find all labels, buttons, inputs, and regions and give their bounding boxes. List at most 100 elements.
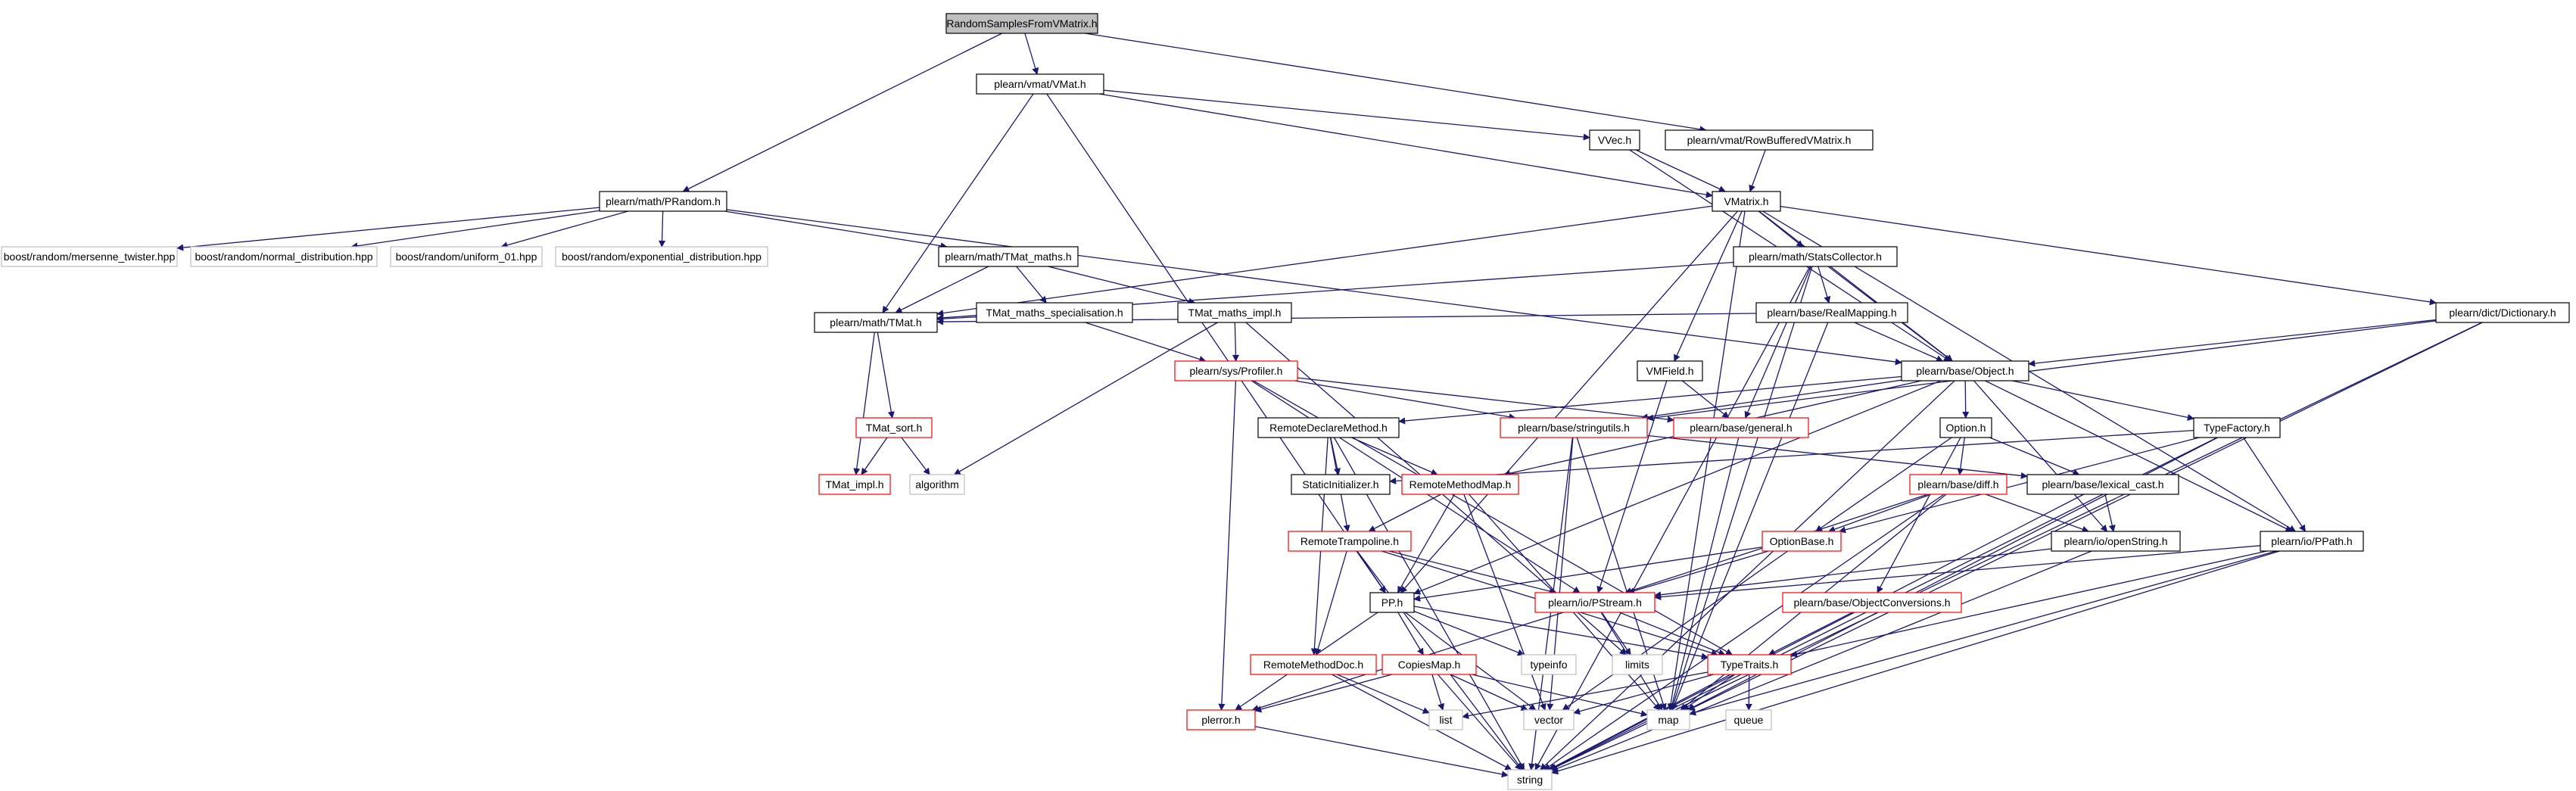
node-tmsort[interactable]: TMat_sort.h [855, 417, 933, 438]
node-label-remtramp: RemoteTrampoline.h [1300, 535, 1399, 547]
edge-tmat-to-tmimplh [853, 332, 875, 475]
edge-remmap-to-pp [1397, 494, 1456, 593]
edge-prandom-to-mersenne [176, 207, 600, 251]
node-label-root: RandomSamplesFromVMatrix.h [946, 17, 1097, 30]
node-box-vector [1523, 709, 1575, 730]
node-staticinit[interactable]: StaticInitializer.h [1291, 474, 1391, 495]
edge-optbase-to-pp [1413, 547, 1763, 602]
node-vvec[interactable]: VVec.h [1589, 129, 1640, 151]
node-diff[interactable]: plearn/base/diff.h [1909, 474, 2008, 495]
node-box-remdecl [1257, 417, 1400, 438]
edge-remdoc-to-list [1336, 674, 1430, 714]
edge-tmsort-to-algorithm [901, 437, 930, 475]
edge-object-to-opstring [1973, 380, 2108, 532]
node-box-rowbuf [1665, 129, 1874, 151]
node-tmimplh[interactable]: TMat_impl.h [818, 474, 891, 495]
node-optbase[interactable]: OptionBase.h [1761, 531, 1842, 552]
edge-root-to-vmat [1024, 33, 1039, 75]
node-box-tmimpl [1177, 302, 1292, 323]
node-pstream[interactable]: plearn/io/PStream.h [1534, 592, 1656, 613]
edge-realmap-to-map [1671, 322, 1829, 711]
node-label-copies: CopiesMap.h [1398, 659, 1461, 671]
edge-strutils-to-lexcast [1646, 434, 2028, 479]
node-tmatmaths[interactable]: plearn/math/TMat_maths.h [938, 246, 1079, 267]
edge-option-to-objconv [1877, 437, 1961, 593]
edges-layer [176, 33, 2483, 778]
node-tmspec[interactable]: TMat_maths_specialisation.h [976, 302, 1133, 323]
node-box-expo [555, 246, 768, 267]
edge-object-to-typefac [2012, 380, 2194, 421]
node-box-perror [1186, 709, 1256, 730]
edge-vmatrix-to-vmfield [1674, 210, 1743, 362]
edge-option-to-lexcast [1989, 437, 2080, 476]
node-remdecl[interactable]: RemoteDeclareMethod.h [1257, 417, 1400, 438]
edge-remtramp-to-pstream [1388, 550, 1556, 595]
node-box-tmimplh [818, 474, 891, 495]
edge-pp-to-typetraits [1413, 606, 1709, 660]
node-box-option [1939, 417, 1992, 438]
node-profiler[interactable]: plearn/sys/Profiler.h [1174, 360, 1298, 381]
node-box-queue [1725, 709, 1772, 730]
node-expo: boost/random/exponential_distribution.hp… [555, 246, 768, 267]
node-box-general [1673, 417, 1809, 438]
node-tmimpl[interactable]: TMat_maths_impl.h [1177, 302, 1292, 323]
node-opstring[interactable]: plearn/io/openString.h [2051, 531, 2181, 552]
edge-remtramp-to-remdoc [1314, 550, 1347, 656]
edge-vmatrix-to-pp [1400, 210, 1739, 593]
node-root[interactable]: RandomSamplesFromVMatrix.h [945, 13, 1098, 34]
node-rowbuf[interactable]: plearn/vmat/RowBufferedVMatrix.h [1665, 129, 1874, 151]
node-box-map [1646, 709, 1690, 730]
edge-pp-to-typeinfo [1413, 610, 1525, 656]
edge-tmat-to-tmsort [877, 332, 895, 419]
node-box-strutils [1500, 417, 1648, 438]
node-typefac[interactable]: TypeFactory.h [2193, 417, 2281, 438]
node-realmap[interactable]: plearn/base/RealMapping.h [1755, 302, 1908, 323]
edge-optbase-to-pstream [1627, 550, 1769, 595]
node-box-string [1507, 769, 1553, 790]
edge-prandom-to-tmatmaths [724, 210, 948, 250]
node-algorithm: algorithm [909, 474, 965, 495]
node-box-vmatrix [1712, 191, 1781, 212]
node-box-typetraits [1707, 654, 1792, 675]
edge-dict-to-strutils [1646, 320, 2437, 422]
node-dict[interactable]: plearn/dict/Dictionary.h [2435, 302, 2570, 323]
node-remdoc[interactable]: RemoteMethodDoc.h [1250, 654, 1377, 675]
node-vector: vector [1523, 709, 1575, 730]
node-lexcast[interactable]: plearn/base/lexical_cast.h [2026, 474, 2179, 495]
node-typetraits[interactable]: TypeTraits.h [1707, 654, 1792, 675]
node-box-ppath [2260, 531, 2364, 552]
node-label-vmatrix: VMatrix.h [1724, 195, 1768, 207]
node-vmat[interactable]: plearn/vmat/VMat.h [976, 73, 1104, 95]
node-perror[interactable]: plerror.h [1186, 709, 1256, 730]
node-objconv[interactable]: plearn/base/ObjectConversions.h [1782, 592, 1962, 613]
edge-copies-to-map [1472, 674, 1648, 718]
node-remtramp[interactable]: RemoteTrampoline.h [1288, 531, 1412, 552]
node-box-root [945, 13, 1098, 34]
node-option[interactable]: Option.h [1939, 417, 1992, 438]
edge-typetraits-to-list [1462, 671, 1709, 720]
node-box-remtramp [1288, 531, 1412, 552]
node-label-realmap: plearn/base/RealMapping.h [1767, 307, 1896, 319]
node-label-queue: queue [1734, 714, 1764, 726]
node-label-typeinfo: typeinfo [1530, 659, 1567, 671]
node-prandom[interactable]: plearn/math/PRandom.h [599, 191, 727, 212]
node-object[interactable]: plearn/base/Object.h [1901, 360, 2029, 381]
node-pp[interactable]: PP.h [1369, 592, 1415, 613]
node-remmap[interactable]: RemoteMethodMap.h [1401, 474, 1519, 495]
node-ppath[interactable]: plearn/io/PPath.h [2260, 531, 2364, 552]
node-string: string [1507, 769, 1553, 790]
node-strutils[interactable]: plearn/base/stringutils.h [1500, 417, 1648, 438]
node-stats[interactable]: plearn/math/StatsCollector.h [1733, 246, 1898, 267]
node-box-normal [190, 246, 378, 267]
edge-stats-to-realmap [1818, 266, 1831, 304]
node-vmatrix[interactable]: VMatrix.h [1712, 191, 1781, 212]
node-box-copies [1381, 654, 1477, 675]
node-copies[interactable]: CopiesMap.h [1381, 654, 1477, 675]
node-label-uniform: boost/random/uniform_01.hpp [396, 251, 537, 263]
node-general[interactable]: plearn/base/general.h [1673, 417, 1809, 438]
node-tmat[interactable]: plearn/math/TMat.h [814, 312, 938, 333]
edge-pp-to-copies [1397, 612, 1424, 656]
edge-prandom-to-object [726, 209, 1902, 366]
node-vmfield[interactable]: VMField.h [1637, 360, 1703, 381]
node-label-pstream: plearn/io/PStream.h [1548, 596, 1642, 609]
